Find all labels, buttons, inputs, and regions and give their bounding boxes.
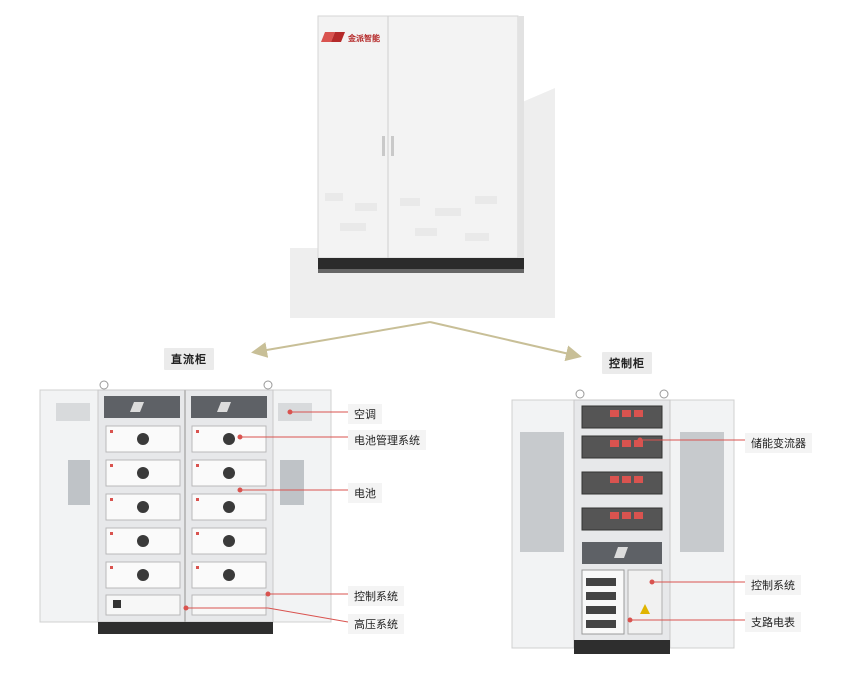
dc-callout-battery: 电池 <box>348 483 382 503</box>
cabinet-base <box>318 258 524 269</box>
door-handle-left <box>382 136 385 156</box>
brand-logo-text: 金派智能 <box>348 34 380 43</box>
dc-cabinet-title: 直流柜 <box>164 348 214 370</box>
door-handle-right <box>391 136 394 156</box>
control-callout-control-system: 控制系统 <box>745 575 801 595</box>
door-pattern <box>325 193 497 241</box>
control-base <box>574 640 670 654</box>
cabinet-body <box>317 15 519 259</box>
control-callout-branch-meter: 支路电表 <box>745 612 801 632</box>
control-cabinet-illustration <box>511 389 735 654</box>
dc-callout-bms: 电池管理系统 <box>348 430 426 450</box>
arrow-to-control-cabinet <box>429 321 582 362</box>
dc-battery-modules <box>105 425 267 589</box>
dc-hv-box <box>191 594 267 616</box>
dc-left-door <box>39 389 99 623</box>
dc-cabinet-illustration <box>39 380 332 634</box>
control-pcs-modules <box>581 405 663 531</box>
dc-base <box>98 622 273 634</box>
arrow-to-dc-cabinet <box>251 321 431 358</box>
control-callout-pcs: 储能变流器 <box>745 433 812 453</box>
control-cabinet-title: 控制柜 <box>602 352 652 374</box>
dc-callout-hv-system: 高压系统 <box>348 614 404 634</box>
dc-control-box <box>105 594 181 616</box>
dc-callout-control-system: 控制系统 <box>348 586 404 606</box>
brand-logo-icon <box>321 32 345 42</box>
closed-cabinet-illustration <box>290 15 555 318</box>
control-meter-box <box>627 569 663 635</box>
cabinet-side <box>518 16 524 258</box>
dc-callout-air-conditioner: 空调 <box>348 404 382 424</box>
